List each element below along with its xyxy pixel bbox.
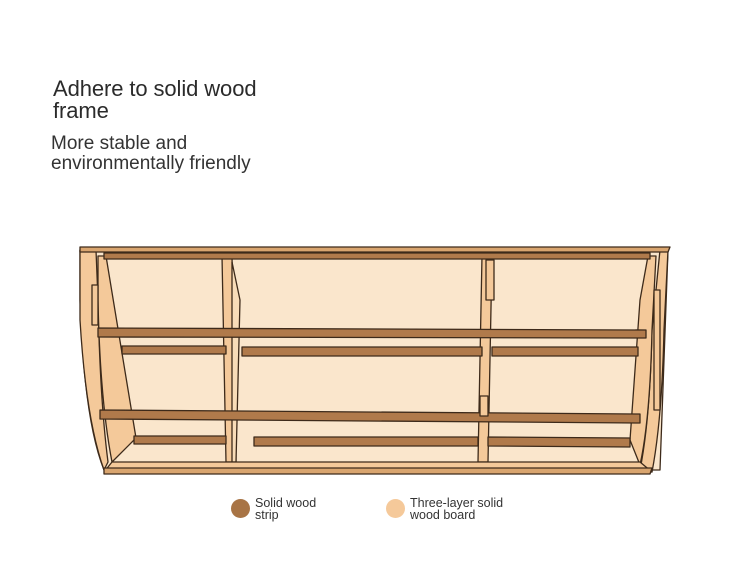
divider-tab-1: [485, 259, 495, 301]
right-edge-tab: [653, 289, 661, 411]
left-edge-tab: [91, 284, 99, 326]
upper-front-strip: [97, 327, 647, 339]
headline-text: Adhere to solid wood frame: [53, 76, 257, 123]
lower-back-strip-1: [133, 435, 227, 445]
lower-front-strip: [99, 409, 641, 424]
top-inner-strip: [103, 252, 651, 260]
subheadline-text: More stable and environmentally friendly: [51, 133, 251, 174]
divider-tab-2: [479, 395, 489, 417]
upper-back-strip-3: [491, 346, 639, 357]
top-rail-strip: [79, 246, 671, 253]
headline: Adhere to solid wood frame: [53, 78, 293, 122]
legend-item-strip: Solid wood strip: [231, 497, 316, 521]
legend-label-board: Three-layer solid wood board: [410, 496, 504, 522]
base-strip: [103, 467, 653, 475]
lower-back-strip-3: [487, 436, 631, 448]
lower-back-strip-2: [253, 436, 479, 447]
board-color-swatch: [386, 499, 405, 518]
strip-color-swatch: [231, 499, 250, 518]
upper-back-strip-2: [241, 346, 483, 357]
legend-label-strip: Solid wood strip: [255, 496, 317, 522]
upper-back-strip-1: [121, 345, 227, 355]
subheadline: More stable and environmentally friendly: [51, 134, 311, 174]
legend-item-board: Three-layer solid wood board: [386, 497, 503, 521]
